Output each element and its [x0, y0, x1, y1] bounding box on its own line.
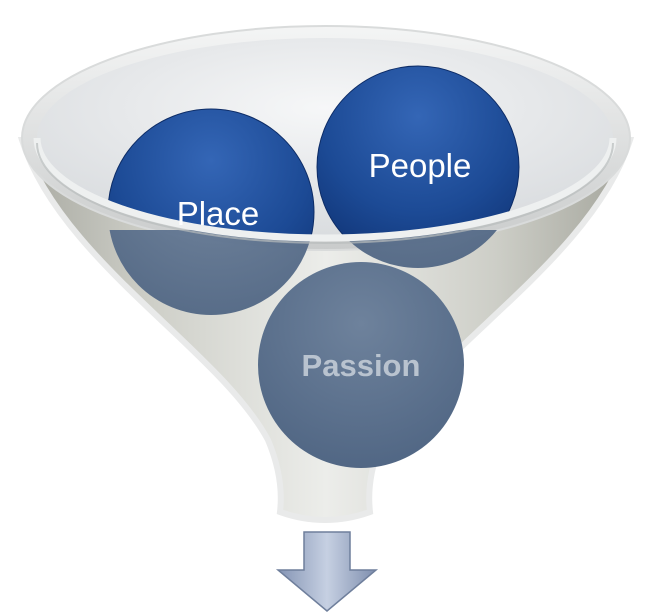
down-arrow-icon: [275, 531, 379, 612]
passion-label: Passion: [302, 348, 421, 383]
people-label: People: [369, 147, 472, 184]
place-bubble-lower: [108, 230, 314, 315]
passion-bubble: [258, 262, 464, 468]
people-bubble: [316, 65, 520, 238]
funnel-front-rim-shadow: [36, 142, 614, 244]
place-label: Place: [177, 195, 260, 232]
funnel-front-rim: [33, 137, 617, 242]
